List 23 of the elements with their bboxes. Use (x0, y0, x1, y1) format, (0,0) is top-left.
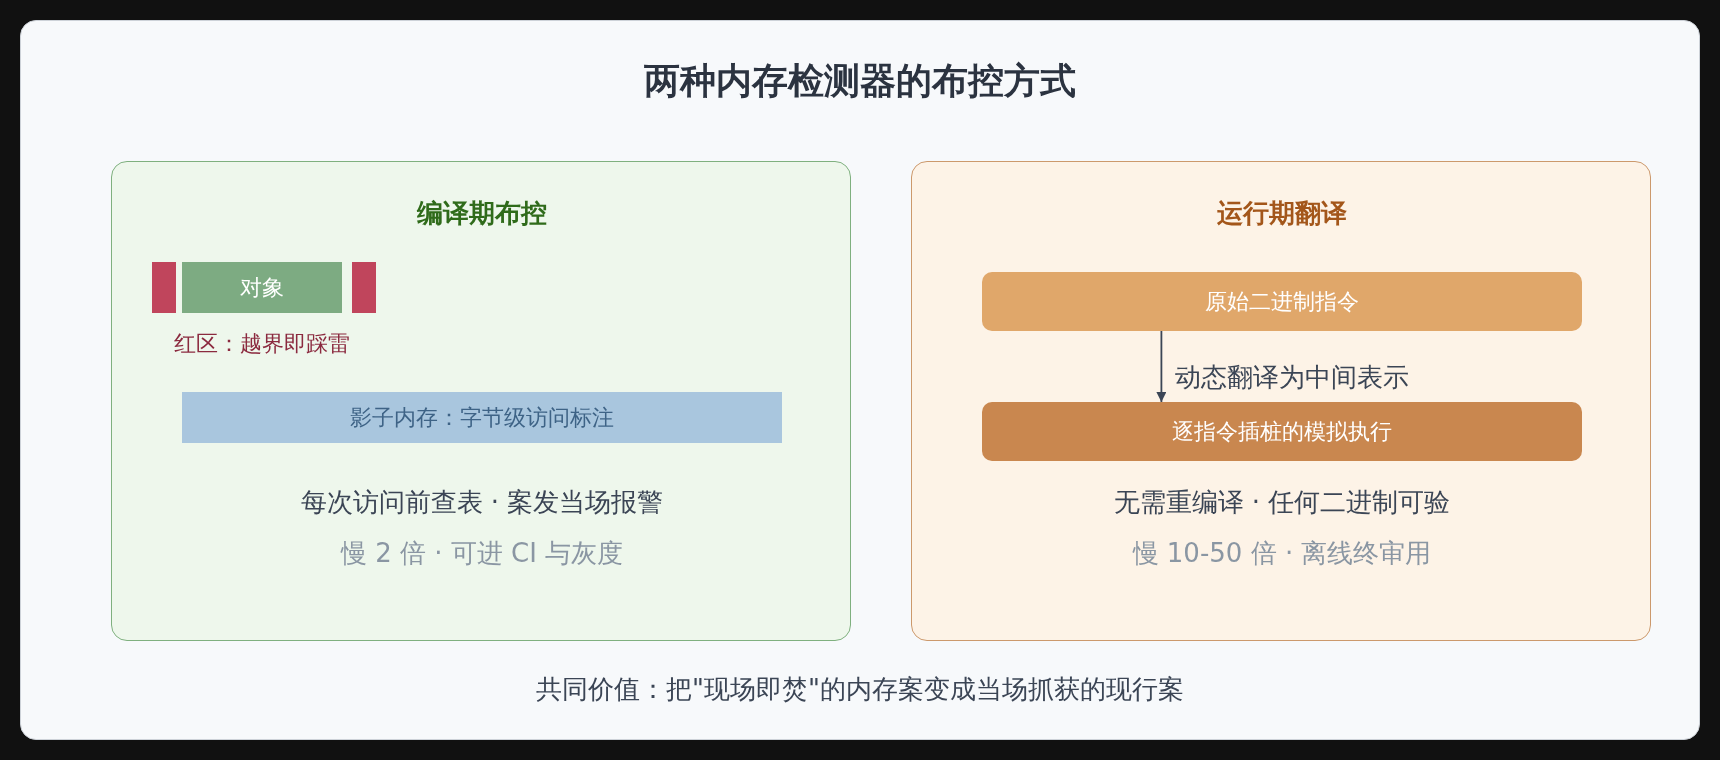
cost-note: 慢 2 倍 · 可进 CI 与灰度 (340, 536, 624, 570)
description-text: 无需重编译 · 任何二进制可验 (1113, 485, 1451, 519)
process-box (982, 272, 1582, 331)
method-panel (111, 161, 851, 641)
box-label: 对象 (240, 273, 284, 302)
diagram-title: 两种内存检测器的布控方式 (644, 58, 1076, 103)
method-panel (911, 161, 1651, 641)
panel-heading: 编译期布控 (417, 196, 547, 230)
edge-label: 动态翻译为中间表示 (1175, 360, 1410, 393)
box-label: 逐指令插桩的模拟执行 (1172, 417, 1392, 446)
box-label: 影子内存：字节级访问标注 (350, 403, 614, 432)
redzone-bar (152, 262, 176, 313)
redzone-caption: 红区：越界即踩雷 (174, 330, 350, 358)
description-text: 每次访问前查表 · 案发当场报警 (300, 485, 664, 519)
process-box (982, 402, 1582, 461)
panel-heading: 运行期翻译 (1217, 196, 1347, 230)
cost-note: 慢 10-50 倍 · 离线终审用 (1132, 536, 1432, 570)
arrow (1156, 330, 1167, 403)
redzone-bar (352, 262, 376, 313)
shadow-memory-bar (182, 392, 782, 443)
diagram-caption: 共同价值：把"现场即焚"的内存案变成当场抓获的现行案 (536, 672, 1184, 706)
box-label: 原始二进制指令 (1205, 287, 1359, 316)
object-block (182, 262, 342, 313)
